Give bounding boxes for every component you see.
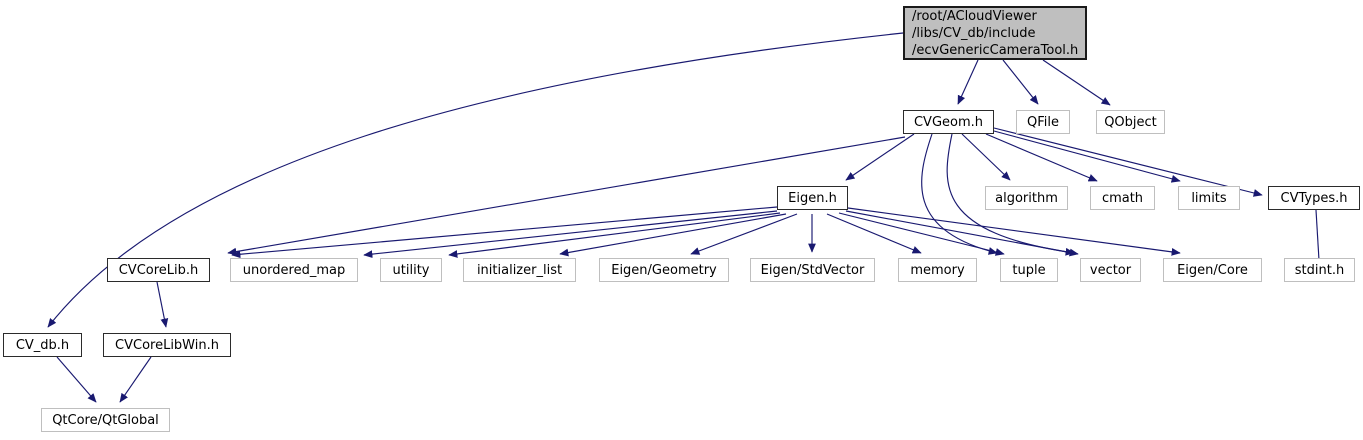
edge-cvgeom-tuple xyxy=(921,133,998,255)
edge-cvgeom-cvtypes xyxy=(993,127,1263,197)
node-eigen-stdvector: Eigen/StdVector xyxy=(750,258,875,282)
node-cvtypes[interactable]: CVTypes.h xyxy=(1268,186,1360,210)
edge-eigen-tuple xyxy=(838,212,1005,256)
edge-eigen-unordered_map xyxy=(363,210,778,258)
edge-cvgeom-eigen xyxy=(845,133,915,181)
edge-main-qfile xyxy=(1002,59,1039,105)
edge-eigen-utility xyxy=(448,212,781,258)
node-memory: memory xyxy=(898,258,977,282)
node-algorithm: algorithm xyxy=(985,186,1068,210)
edge-eigen-eigen_core xyxy=(847,207,1181,256)
node-initializer-list: initializer_list xyxy=(463,258,576,282)
node-unordered-map: unordered_map xyxy=(230,258,358,282)
edge-cvgeom-cvcorelib xyxy=(227,136,906,256)
edge-main-cv_db xyxy=(47,32,904,328)
node-qtcore-qtglobal: QtCore/QtGlobal xyxy=(41,408,170,432)
node-qobject: QObject xyxy=(1096,110,1165,134)
node-ecvGenericCameraTool: /root/ACloudViewer /libs/CV_db/include /… xyxy=(903,6,1087,60)
node-cv-db[interactable]: CV_db.h xyxy=(3,333,82,357)
edge-cvcorelib-cvcorelibwin xyxy=(156,281,169,328)
edge-cv_db-qtglobal xyxy=(56,356,97,403)
edge-eigen-eigen_geometry xyxy=(690,213,798,255)
node-eigen-geometry: Eigen/Geometry xyxy=(599,258,729,282)
edge-eigen-memory xyxy=(826,213,922,254)
node-tuple: tuple xyxy=(1000,258,1058,282)
node-vector: vector xyxy=(1080,258,1141,282)
edge-main-qobject xyxy=(1042,59,1111,106)
node-cvcorelibwin[interactable]: CVCoreLibWin.h xyxy=(103,333,231,357)
node-eigen-core: Eigen/Core xyxy=(1163,258,1262,282)
node-limits: limits xyxy=(1178,186,1240,210)
edge-cvgeom-algorithm xyxy=(961,133,1011,181)
edge-cvgeom-cmath xyxy=(985,133,1098,182)
edge-cvgeom-limits xyxy=(993,130,1181,183)
node-qfile: QFile xyxy=(1016,110,1070,134)
edge-eigen-initializer_list xyxy=(559,213,787,257)
edge-cvgeom-vector xyxy=(946,133,1075,256)
node-cvgeom[interactable]: CVGeom.h xyxy=(903,110,994,134)
edge-eigen-cvcorelib xyxy=(231,206,778,259)
node-cvcorelib[interactable]: CVCoreLib.h xyxy=(107,258,210,282)
node-eigen[interactable]: Eigen.h xyxy=(777,186,848,210)
node-cmath: cmath xyxy=(1090,186,1155,210)
node-utility: utility xyxy=(380,258,442,282)
edge-main-cvgeom xyxy=(957,59,979,105)
edge-eigen-vector xyxy=(845,210,1079,257)
node-stdint: stdint.h xyxy=(1284,258,1355,282)
edge-cvcorelibwin-qtglobal xyxy=(119,356,152,403)
